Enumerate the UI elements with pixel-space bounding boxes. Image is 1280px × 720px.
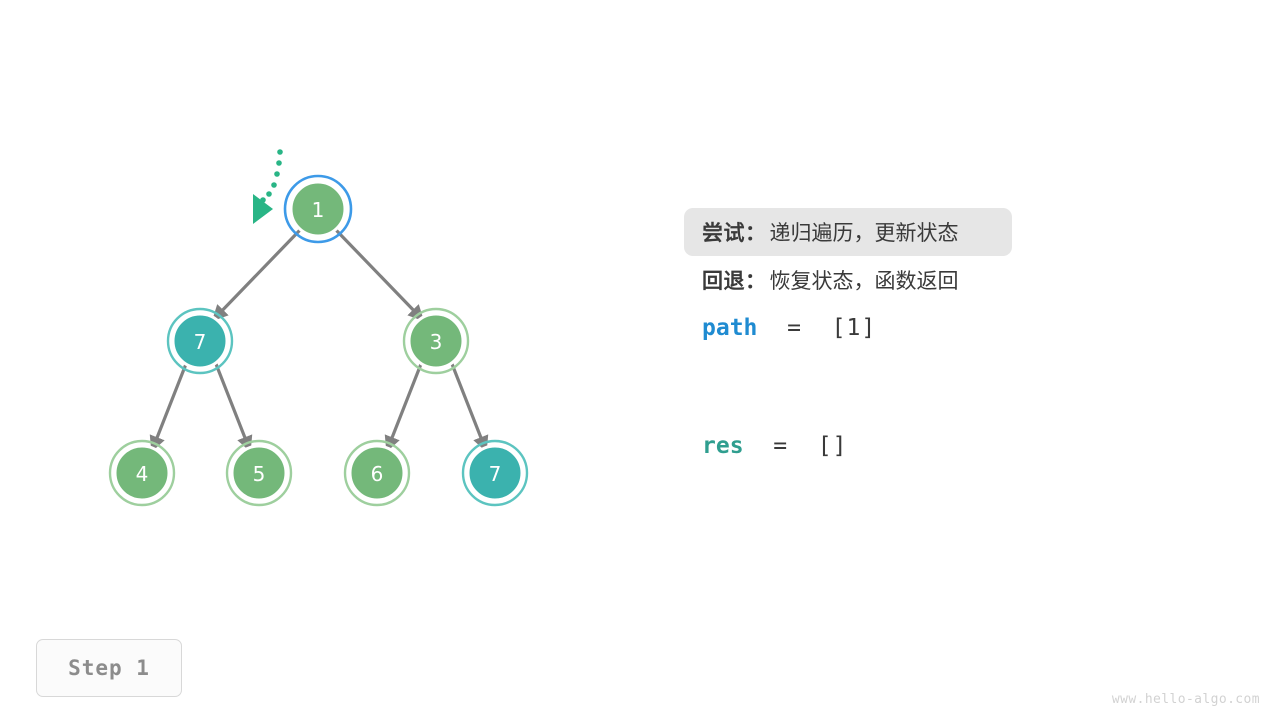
- node-active-ring-icon: [283, 174, 353, 244]
- tree-node-7-right[interactable]: 7: [461, 439, 529, 507]
- info-row-backtrack: 回退： 恢复状态，函数返回: [684, 256, 1204, 304]
- path-variable-name: path: [702, 315, 758, 341]
- tree-node-5[interactable]: 5: [225, 439, 293, 507]
- tree-node-1[interactable]: 1: [283, 174, 353, 244]
- node-label: 7: [489, 462, 502, 486]
- watermark-text: www.hello-algo.com: [1111, 692, 1260, 707]
- node-circle: [348, 444, 406, 502]
- info-row-try: 尝试： 递归遍历，更新状态: [684, 208, 1012, 256]
- watermark: www.hello-algo.com: [1112, 692, 1260, 707]
- node-label: 5: [253, 462, 266, 486]
- tree-node-3[interactable]: 3: [402, 307, 470, 375]
- edge-3-6: [384, 363, 423, 453]
- node-label: 1: [312, 198, 325, 222]
- binary-tree-diagram: 1 7 3 4 5 6 7: [108, 149, 529, 507]
- node-ring: [461, 439, 529, 507]
- node-label: 6: [371, 462, 384, 486]
- tree-node-7-left[interactable]: 7: [166, 307, 234, 375]
- node-label: 4: [136, 462, 149, 486]
- path-variable-row: path = [1]: [684, 304, 1204, 352]
- step-badge: Step 1: [36, 639, 182, 697]
- path-variable-value: = [1]: [757, 315, 877, 341]
- panel-spacer: [684, 352, 1204, 422]
- edge-7-4: [149, 363, 188, 453]
- try-value: 递归遍历，更新状态: [769, 222, 959, 245]
- node-ring: [402, 307, 470, 375]
- node-circle: [230, 444, 288, 502]
- edge-3-7b: [450, 363, 489, 453]
- node-circle: [113, 444, 171, 502]
- recursion-pointer-trail: [260, 149, 283, 203]
- node-ring: [108, 439, 176, 507]
- res-variable-row: res = []: [684, 422, 1204, 470]
- backtrack-label: 回退：: [702, 270, 767, 293]
- try-label: 尝试：: [702, 222, 767, 245]
- node-label: 3: [430, 330, 443, 354]
- node-label: 7: [194, 330, 207, 354]
- step-badge-label: Step 1: [68, 656, 150, 680]
- node-ring: [166, 307, 234, 375]
- node-circle: [289, 180, 347, 238]
- node-circle: [171, 312, 229, 370]
- edge-1-3: [334, 228, 425, 322]
- edge-1-7: [211, 228, 302, 322]
- backtrack-value: 恢复状态，函数返回: [769, 270, 959, 293]
- node-circle: [466, 444, 524, 502]
- edge-7-5: [214, 363, 253, 453]
- res-variable-value: = []: [743, 433, 848, 459]
- node-circle: [407, 312, 465, 370]
- node-ring: [225, 439, 293, 507]
- recursion-pointer-arrow: [253, 194, 273, 224]
- tree-node-4[interactable]: 4: [108, 439, 176, 507]
- tree-svg: 1 7 3 4 5 6 7: [108, 149, 529, 507]
- tree-node-6[interactable]: 6: [343, 439, 411, 507]
- node-ring: [343, 439, 411, 507]
- state-info-panel: 尝试： 递归遍历，更新状态 回退： 恢复状态，函数返回 path = [1] r…: [684, 208, 1204, 470]
- res-variable-name: res: [702, 433, 744, 459]
- tree-edges: [149, 228, 489, 453]
